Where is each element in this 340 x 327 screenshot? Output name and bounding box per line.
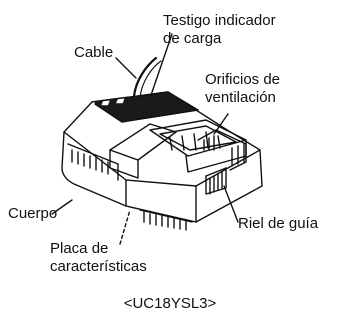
body-top [63,91,261,187]
label-guide-rail: Riel de guía [238,215,319,232]
model-caption: <UC18YSL3> [123,295,217,312]
leader-placa [119,209,131,245]
label-body: Cuerpo [8,205,58,222]
vent-block [197,129,247,171]
label-ventilation-holes: Orificios de ventilación [205,71,281,106]
body-front [125,185,197,223]
cable [132,56,158,98]
leader-cuerpo [51,199,73,215]
label-cable: Cable [74,44,114,61]
leader-testigo [149,33,173,99]
label-charge-indicator: Testigo indicador de carga [163,12,276,47]
body-left [61,131,127,207]
leader-cable [115,57,137,79]
indicator-panel [91,91,199,123]
leader-orificios [213,113,229,135]
leader-riel [223,185,239,223]
label-nameplate: Placa de características [50,240,147,275]
